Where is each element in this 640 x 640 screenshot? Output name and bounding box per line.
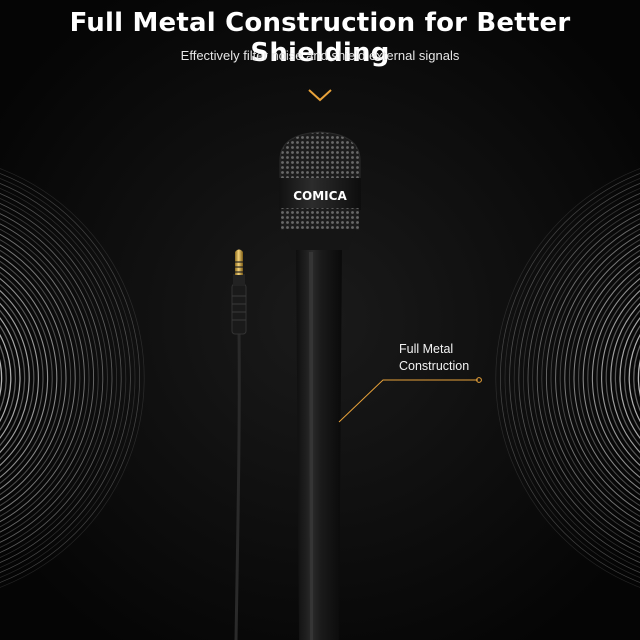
wave-ring <box>0 260 62 496</box>
wave-ring <box>0 178 136 578</box>
wave-ring <box>624 324 640 432</box>
wave-ring <box>0 213 104 543</box>
feature-callout: Full Metal Construction <box>399 341 519 375</box>
wave-ring <box>601 289 640 467</box>
wave-ring <box>0 203 113 553</box>
wave-ring <box>633 344 640 412</box>
wave-ring <box>495 168 640 588</box>
wave-ring <box>610 302 640 454</box>
wave-ring <box>605 296 640 460</box>
wave-ring <box>0 239 81 517</box>
wave-ring <box>0 272 53 484</box>
wave-ring <box>0 317 21 439</box>
wave-ring <box>0 333 12 423</box>
wave-ring <box>504 178 640 578</box>
sound-wave-right <box>495 168 640 588</box>
wave-ring <box>0 244 76 512</box>
wave-ring <box>0 208 108 548</box>
wave-ring <box>0 302 30 454</box>
wave-ring <box>541 218 640 538</box>
wave-ring <box>582 266 640 490</box>
wave-ring <box>0 168 145 588</box>
wave-ring <box>532 208 640 548</box>
wave-ring <box>591 277 640 479</box>
audio-cable <box>231 274 247 640</box>
wave-ring <box>587 272 640 484</box>
wave-ring <box>0 228 90 528</box>
wave-ring <box>0 277 49 479</box>
wave-ring <box>596 283 640 473</box>
wave-ring <box>0 249 72 507</box>
wave-ring <box>0 324 16 432</box>
wave-ring <box>509 183 640 573</box>
microphone-handle <box>296 244 342 640</box>
wave-ring <box>536 213 640 543</box>
page-subtitle: Effectively filter noise and shield exte… <box>180 48 460 63</box>
callout-line-2: Construction <box>399 359 470 373</box>
wave-ring <box>0 183 131 573</box>
wave-ring <box>0 218 99 538</box>
wave-ring <box>573 255 640 501</box>
wave-ring <box>578 260 640 496</box>
wave-ring <box>0 255 67 501</box>
wave-ring <box>0 173 140 583</box>
wave-ring <box>568 249 640 507</box>
wave-ring <box>619 317 640 439</box>
wave-ring <box>518 192 640 564</box>
wave-ring <box>0 289 39 467</box>
wave-ring <box>550 228 640 528</box>
callout-line-1: Full Metal <box>399 342 454 356</box>
wave-ring <box>523 197 640 559</box>
audio-plug-icon <box>235 249 243 275</box>
wave-ring <box>513 188 640 568</box>
wave-ring <box>0 309 26 447</box>
page-title: Full Metal Construction for Better Shiel… <box>69 8 571 68</box>
wave-ring <box>0 283 44 473</box>
callout-leader <box>338 377 482 423</box>
wave-ring <box>0 296 35 460</box>
wave-ring <box>0 266 58 490</box>
sound-wave-left <box>0 168 145 588</box>
wave-ring <box>555 233 640 523</box>
wave-ring <box>0 233 85 523</box>
wave-ring <box>0 197 117 559</box>
chevron-down-icon <box>308 89 332 102</box>
wave-ring <box>564 244 640 512</box>
wave-ring <box>559 239 640 517</box>
wave-ring <box>500 173 640 583</box>
wave-ring <box>0 188 127 568</box>
wave-ring <box>637 358 640 398</box>
wave-ring <box>0 358 3 398</box>
wave-ring <box>527 203 640 553</box>
wave-ring <box>0 344 7 412</box>
wave-ring <box>614 309 640 447</box>
wave-ring <box>0 192 122 564</box>
brand-logo: COMICA <box>293 189 347 203</box>
wave-ring <box>628 333 640 423</box>
microphone-head <box>279 131 361 250</box>
wave-ring <box>545 223 640 533</box>
wave-ring <box>0 223 95 533</box>
